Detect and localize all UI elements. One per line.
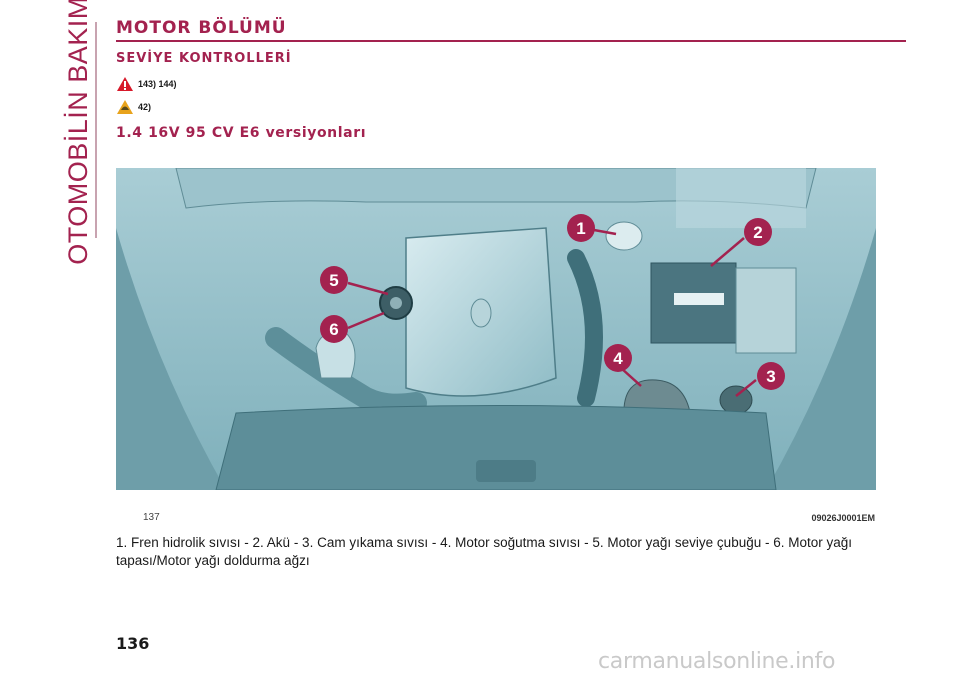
svg-text:4: 4 — [613, 349, 623, 368]
page-number: 136 — [116, 634, 150, 653]
page-heading: MOTOR BÖLÜMÜ — [116, 18, 287, 38]
callout-1: 1 — [567, 214, 595, 242]
callout-3: 3 — [757, 362, 785, 390]
warning-reference-environment: 42) — [116, 99, 151, 115]
svg-text:5: 5 — [329, 271, 338, 290]
environment-icon — [117, 100, 133, 114]
warning-refs: 143) 144) — [138, 79, 177, 89]
warning-refs: 42) — [138, 102, 152, 112]
callout-4: 4 — [604, 344, 632, 372]
callout-2: 2 — [744, 218, 772, 246]
svg-text:3: 3 — [766, 367, 775, 386]
figure-caption: 1. Fren hidrolik sıvısı - 2. Akü - 3. Ca… — [116, 535, 853, 568]
danger-triangle-icon — [117, 77, 133, 91]
callout-6: 6 — [320, 315, 348, 343]
warning-reference-danger: 143) 144) — [116, 76, 177, 92]
sub-heading: SEVİYE KONTROLLERİ — [116, 51, 292, 66]
version-heading: 1.4 16V 95 CV E6 versiyonları — [116, 125, 367, 141]
figure-code: 09026J0001EM — [811, 513, 875, 523]
callout-5: 5 — [320, 266, 348, 294]
section-side-title: OTOMOBİLİN BAKIMI — [62, 0, 93, 265]
svg-text:1: 1 — [576, 219, 585, 238]
engine-bay-photo: 1 2 3 4 5 6 — [116, 167, 876, 491]
svg-text:6: 6 — [329, 320, 338, 339]
side-divider — [95, 22, 97, 238]
svg-text:2: 2 — [753, 223, 762, 242]
heading-rule — [116, 40, 906, 42]
watermark: carmanualsonline.info — [598, 649, 836, 674]
figure-number: 137 — [143, 512, 160, 523]
